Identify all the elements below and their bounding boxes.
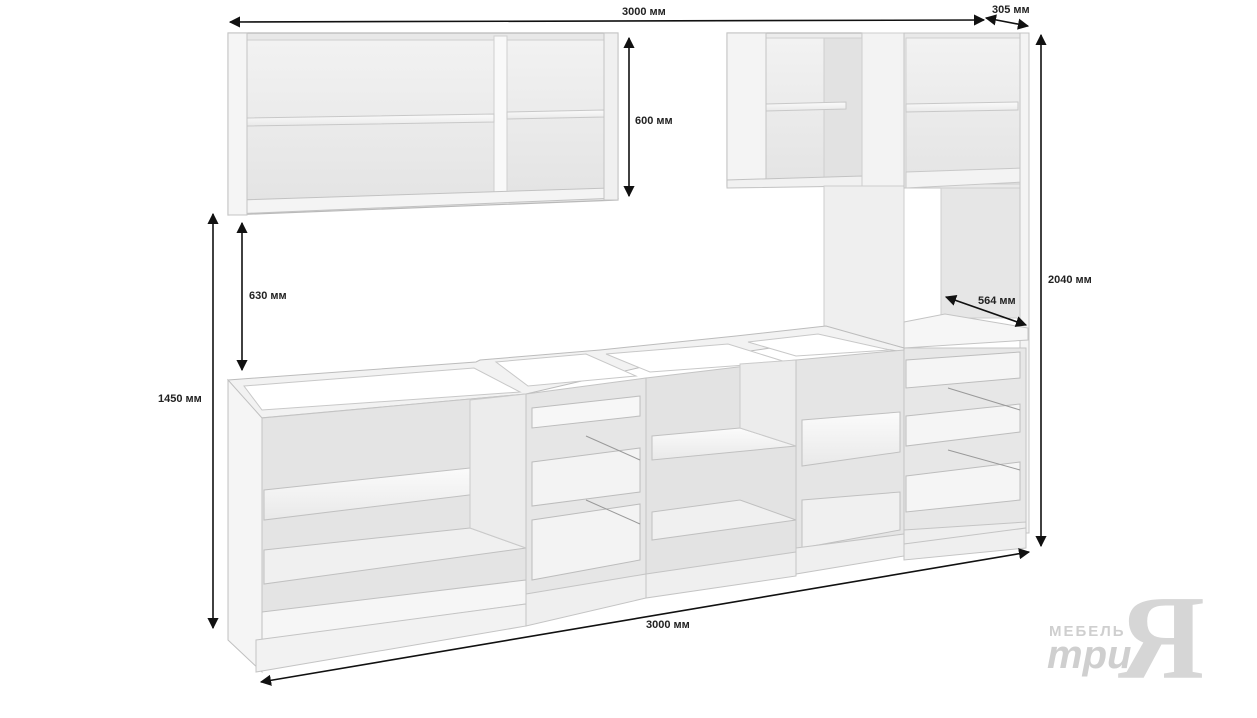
upper-right-cabinet (726, 32, 863, 189)
dimension-labels: 3000 мм 305 мм 600 мм 630 мм 1450 мм 204… (158, 4, 1092, 631)
dimension-arrows (207, 14, 1047, 686)
tall-drawers (905, 351, 1021, 513)
logo-line1: МЕБЕЛЬ (1049, 623, 1126, 640)
brand-logo: МЕБЕЛЬ три Я (1047, 571, 1205, 704)
gap-height-label: 630 мм (249, 290, 287, 302)
bottom-width-label: 3000 мм (646, 619, 690, 631)
upper-height-label: 600 мм (635, 115, 673, 127)
depth-upper-arrow (984, 14, 1030, 30)
base-cabinets (226, 325, 1027, 674)
depth-base-label: 564 мм (978, 295, 1016, 307)
depth-base-arrow (944, 295, 1028, 327)
top-width-label: 3000 мм (622, 6, 666, 18)
logo-mark: Я (1118, 571, 1205, 704)
logo-line2: три (1047, 633, 1131, 677)
total-height-label: 2040 мм (1048, 274, 1092, 286)
bottom-width-arrow (259, 548, 1031, 686)
top-width-arrow (228, 14, 986, 28)
upper-left-cabinet (227, 32, 620, 216)
base-height-label: 1450 мм (158, 393, 202, 405)
depth-upper-label: 305 мм (992, 4, 1030, 16)
